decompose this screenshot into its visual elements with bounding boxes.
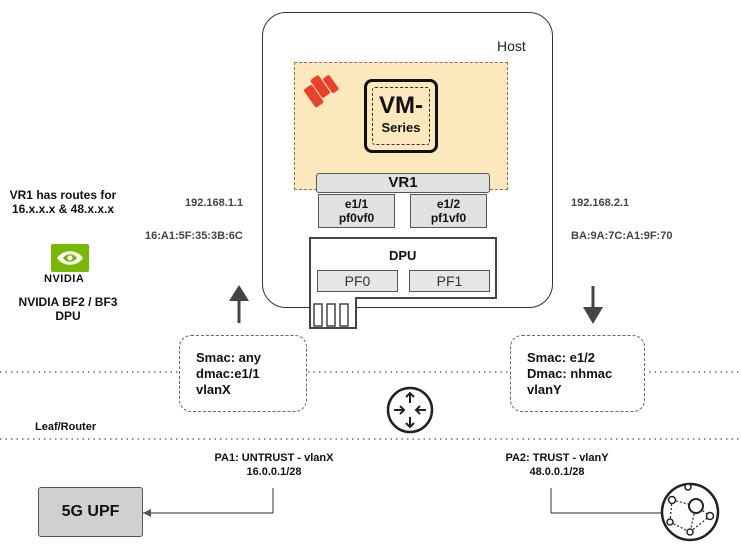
- right-packet-line1: Smac: e1/2: [527, 350, 595, 365]
- pf1-box: PF1: [409, 270, 490, 292]
- up-arrow-head: [229, 285, 249, 301]
- pa1-line2: 16.0.0.1/28: [246, 466, 302, 478]
- left-packet-box: Smac: any dmac:e1/1 vlanX: [179, 335, 307, 412]
- left-ip-label: 192.168.1.1: [185, 197, 244, 209]
- left-packet-line3: vlanX: [196, 382, 231, 397]
- left-mac-label: 16:A1:5F:35:3B:6C: [145, 230, 243, 242]
- vm-subtitle: Series: [381, 120, 421, 135]
- pf0-box: PF0: [317, 270, 398, 292]
- vr1-bar: VR1: [316, 173, 490, 193]
- port-e1-1-name: e1/1: [344, 197, 369, 211]
- routes-note-line1: VR1 has routes for: [9, 188, 117, 202]
- palo-alto-logo-icon: [304, 75, 339, 108]
- nvidia-wordmark: NVIDIA: [44, 273, 85, 285]
- pa1-label: PA1: UNTRUST - vlanX 16.0.0.1/28: [200, 451, 348, 479]
- right-packet-box: Smac: e1/2 Dmac: nhmac vlanY: [510, 335, 645, 412]
- pa1-line1: PA1: UNTRUST - vlanX: [214, 452, 334, 464]
- network-globe-icon: [660, 482, 720, 542]
- right-mac-label: BA:9A:7C:A1:9F:70: [571, 230, 673, 242]
- upf-connector-arrow: [143, 509, 151, 517]
- vm-series-chip: VM- Series: [364, 79, 438, 153]
- port-e1-2: e1/2 pf1vf0: [410, 194, 487, 228]
- host-label: Host: [497, 38, 526, 54]
- dpu-model-line2: DPU: [55, 309, 81, 323]
- dpu-model-note: NVIDIA BF2 / BF3 DPU: [0, 295, 136, 323]
- upf-box: 5G UPF: [38, 487, 143, 537]
- routes-note: VR1 has routes for 16.x.x.x & 48.x.x.x: [0, 188, 126, 216]
- right-packet-line2: Dmac: nhmac: [527, 366, 613, 381]
- routes-note-line2: 16.x.x.x & 48.x.x.x: [11, 202, 115, 216]
- nvidia-eye-icon: [51, 244, 89, 272]
- router-icon: [386, 386, 434, 434]
- port-e1-2-iface: pf1vf0: [430, 211, 467, 225]
- leaf-router-label: Leaf/Router: [35, 421, 97, 433]
- right-ip-label: 192.168.2.1: [571, 197, 630, 209]
- port-e1-2-name: e1/2: [436, 197, 461, 211]
- pa2-line1: PA2: TRUST - vlanY: [505, 452, 609, 464]
- right-packet-line3: vlanY: [527, 382, 562, 397]
- port-e1-1: e1/1 pf0vf0: [318, 194, 395, 228]
- left-packet-line2: dmac:e1/1: [196, 366, 260, 381]
- pa2-line2: 48.0.0.1/28: [529, 466, 585, 478]
- dpu-model-line1: NVIDIA BF2 / BF3: [18, 295, 118, 309]
- port-e1-1-iface: pf0vf0: [338, 211, 375, 225]
- vm-chip-inner-border: [372, 87, 430, 145]
- left-packet-line1: Smac: any: [196, 350, 262, 365]
- dpu-card: [309, 237, 497, 329]
- down-arrow-head: [583, 307, 603, 324]
- pa2-label: PA2: TRUST - vlanY 48.0.0.1/28: [487, 451, 627, 479]
- vm-title: VM-: [379, 92, 423, 119]
- dpu-label: DPU: [389, 248, 417, 263]
